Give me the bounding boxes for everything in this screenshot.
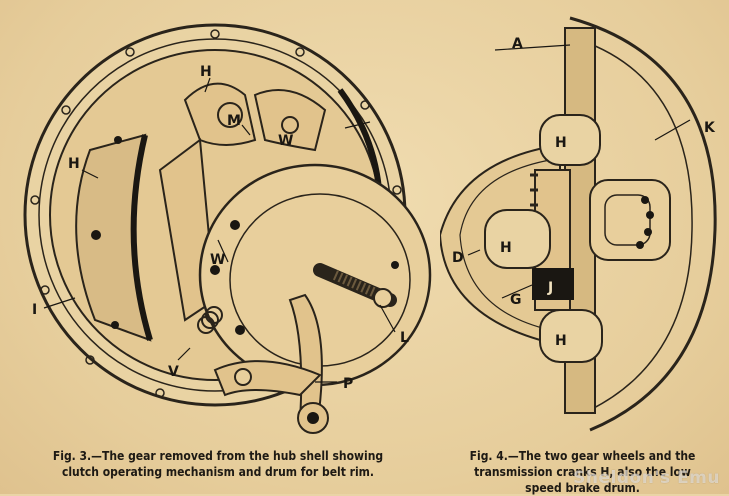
lower-lever: [213, 360, 322, 397]
label-H-middle: H: [500, 240, 512, 256]
figure-3-caption-line-2: clutch operating mechanism and drum for …: [61, 465, 375, 479]
label-W-lower: W: [210, 252, 225, 268]
label-V: V: [168, 364, 179, 380]
label-J: J: [547, 280, 553, 296]
label-W-upper: W: [278, 133, 293, 149]
brake-drum-outline: [569, 16, 717, 432]
leader-lines: [467, 44, 691, 299]
figure-4-caption: Fig. 4.—The two gear wheels and the tran…: [440, 448, 725, 496]
label-H-top: H: [200, 64, 212, 80]
axle-spindle: [313, 263, 397, 308]
crank-H-upper: [539, 114, 601, 166]
figure-3-caption-line-1: Fig. 3.—The gear removed from the hub sh…: [52, 449, 384, 463]
crank-H-middle: [484, 209, 551, 269]
crank-H-lower: [539, 309, 603, 363]
label-D: D: [452, 250, 464, 266]
label-H-upper: H: [555, 135, 567, 151]
leader-lines: [43, 77, 396, 383]
watermark: Sheldon's Emu: [573, 468, 720, 488]
label-P: P: [343, 376, 353, 392]
crank-arm: [288, 293, 329, 434]
figure-4-drawing: A K H H H D G J: [440, 16, 717, 432]
label-I: I: [32, 302, 37, 318]
figure-4-caption-line-1: Fig. 4.—The two gear wheels and the: [469, 449, 696, 463]
label-H-lower: H: [555, 333, 567, 349]
label-M: M: [227, 113, 241, 129]
label-K: K: [704, 120, 716, 136]
label-A: A: [512, 36, 523, 52]
label-L: L: [400, 330, 409, 346]
spring-coil: [197, 306, 223, 334]
figure-3-caption: Fig. 3.—The gear removed from the hub sh…: [8, 448, 428, 480]
belt-drum: [75, 133, 153, 342]
label-G: G: [510, 292, 522, 308]
label-H-left: H: [68, 156, 80, 172]
figure-3-drawing: H H M W W I V L P: [23, 23, 432, 434]
figure-4-caption-line-3: speed brake drum.: [525, 481, 640, 495]
figure-4-caption-line-2: transmission cranks H, also the low: [474, 465, 691, 479]
